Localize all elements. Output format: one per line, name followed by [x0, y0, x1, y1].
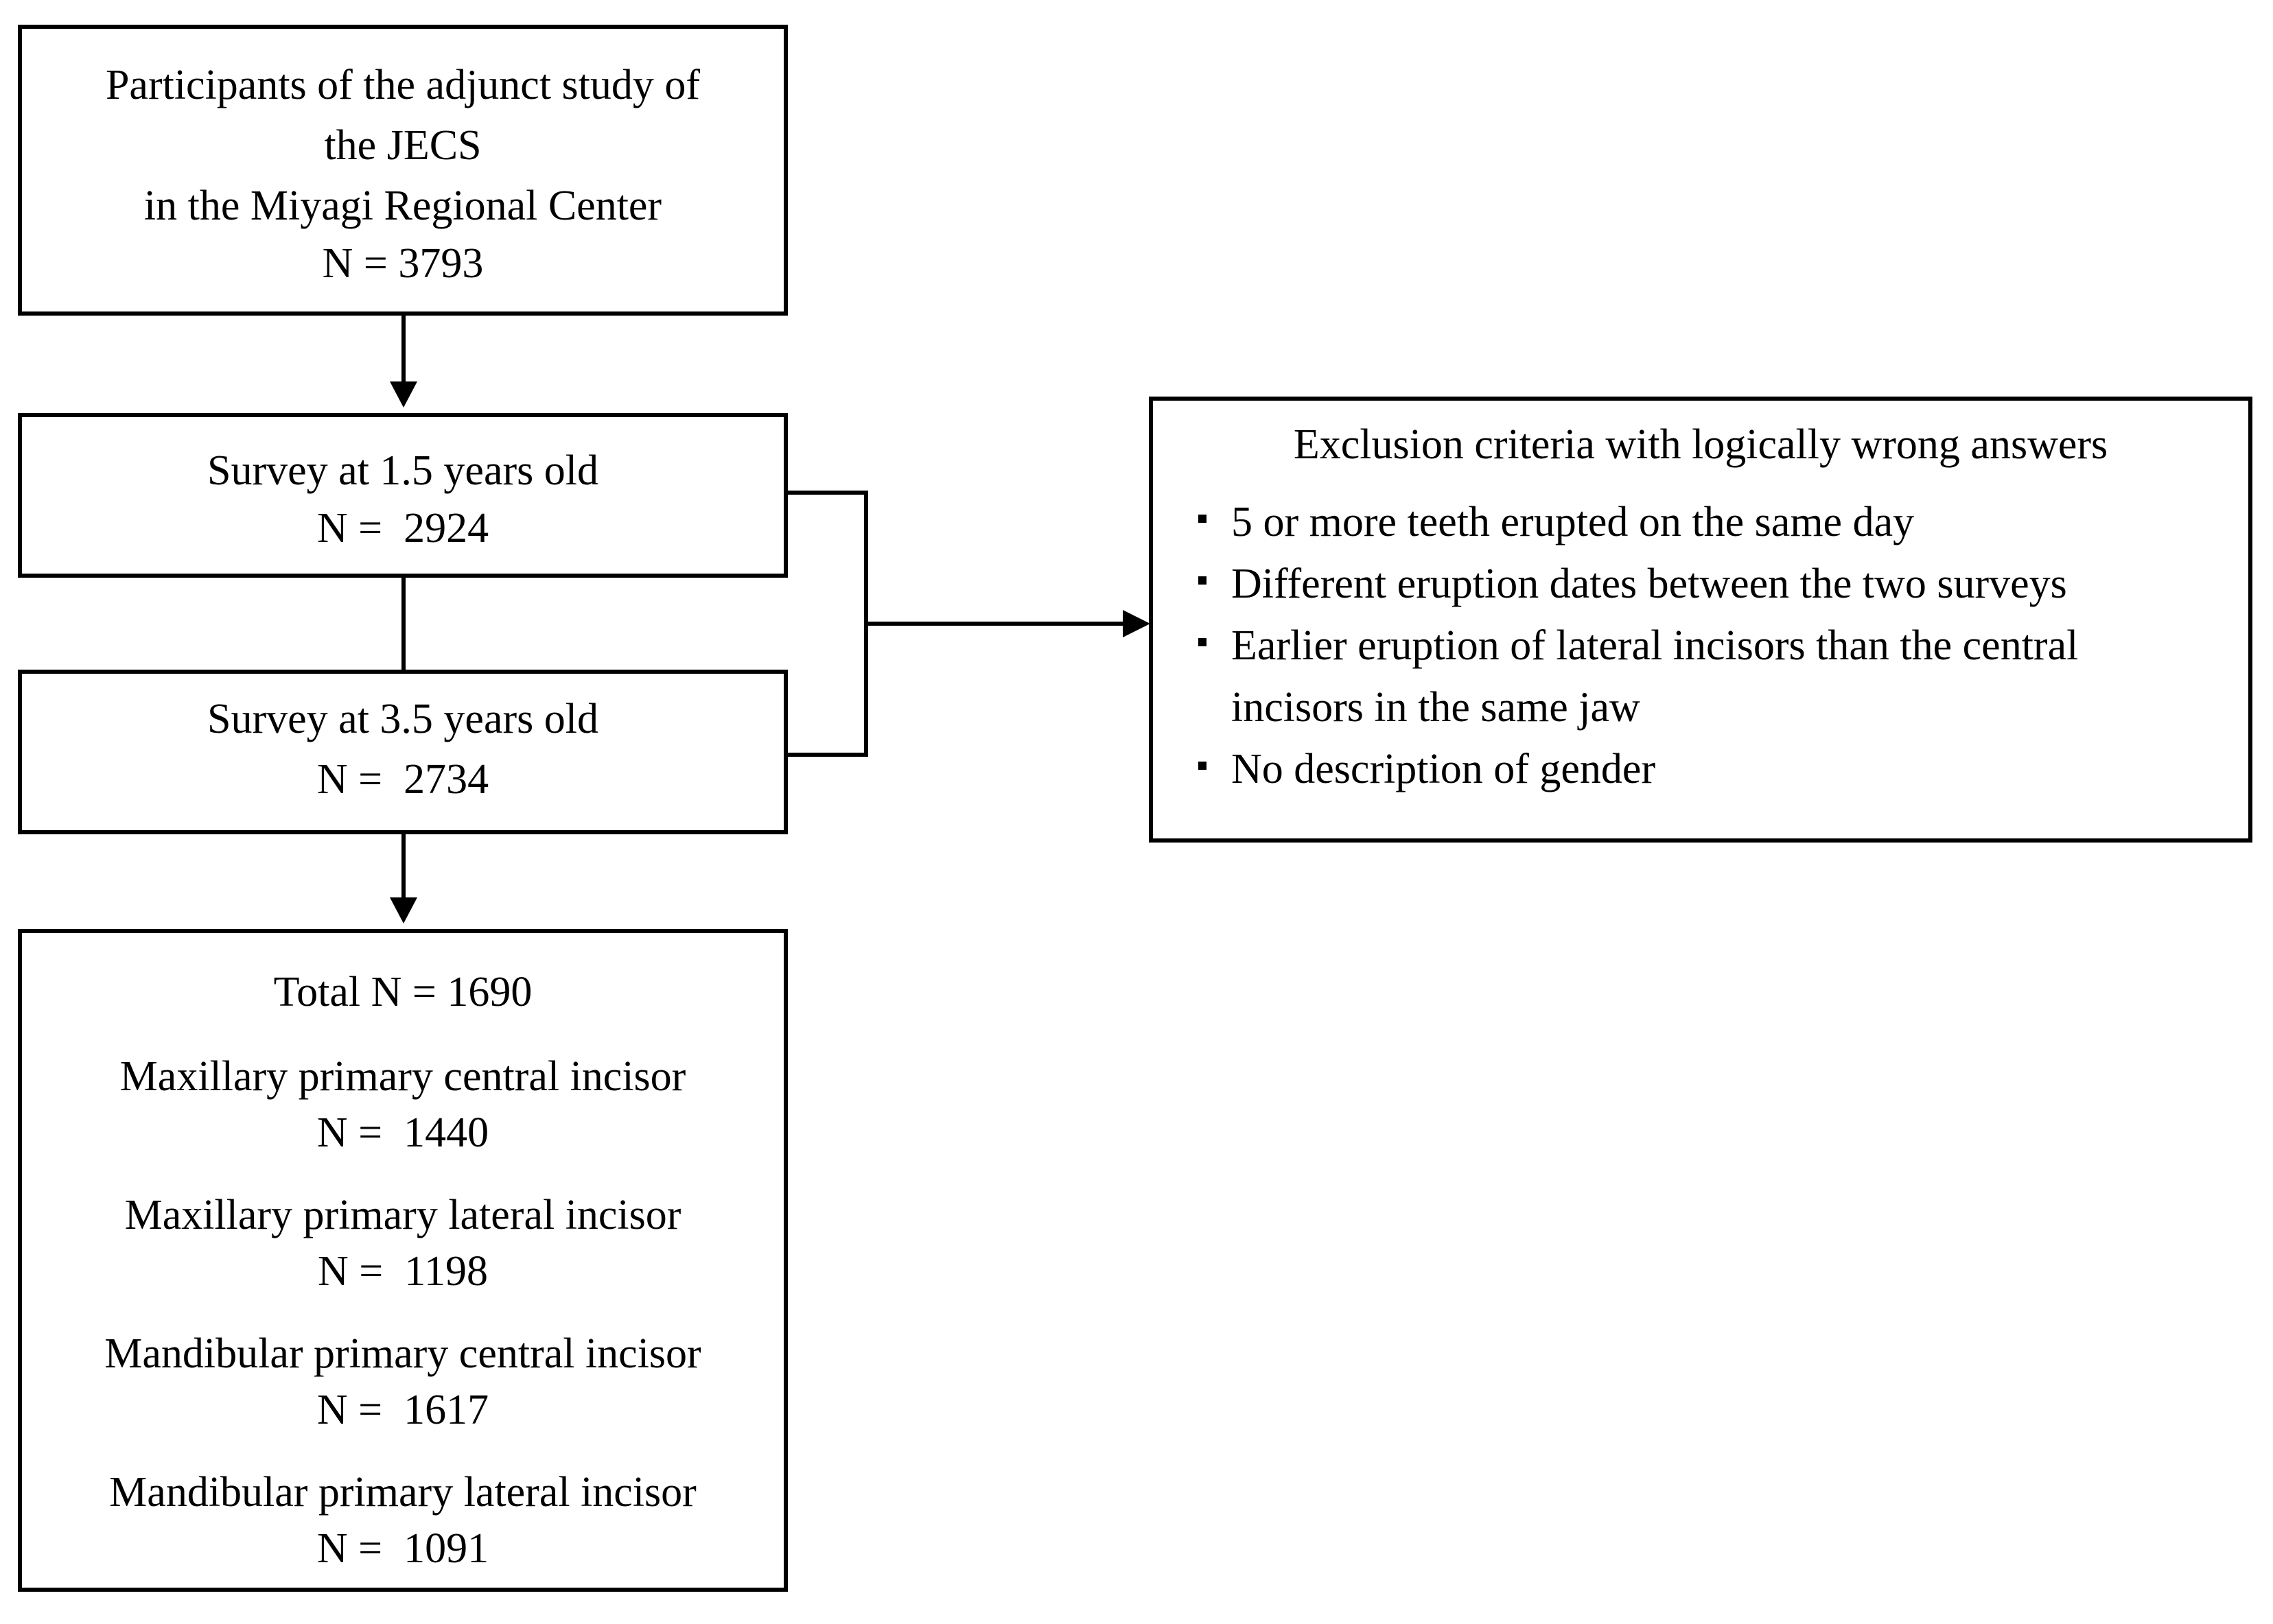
exclusion-criterion: 5 or more teeth erupted on the same day [1183, 491, 2218, 553]
exclusion-criteria-list: 5 or more teeth erupted on the same day … [1183, 491, 2218, 800]
group-label: Mandibular primary central incisor [104, 1330, 701, 1377]
group-count: N = 1198 [318, 1248, 488, 1295]
group-count: N = 1440 [316, 1109, 489, 1156]
participants-line-2: the JECS [324, 122, 482, 169]
survey-3-5-count: N = 2734 [316, 756, 489, 803]
exclusion-criterion-text: 5 or more teeth erupted on the same day [1231, 499, 1915, 545]
group-count: N = 1091 [316, 1525, 489, 1572]
exclusion-criterion-text: No description of gender [1231, 746, 1656, 792]
participants-line-1: Participants of the adjunct study of [105, 62, 701, 108]
exclusion-criterion: Different eruption dates between the two… [1183, 553, 2218, 615]
survey-3-5-label: Survey at 3.5 years old [207, 696, 598, 742]
bracket-surveys-to-exclusion [786, 491, 868, 757]
arrowhead-to-exclusion [1123, 610, 1150, 637]
survey-1-5-label: Survey at 1.5 years old [207, 447, 598, 494]
total-box: Total N = 1690 Maxillary primary central… [18, 929, 788, 1592]
bullet-icon [1198, 576, 1207, 585]
exclusion-criterion: Earlier eruption of lateral incisors tha… [1183, 615, 2218, 738]
group-label: Maxillary primary central incisor [119, 1053, 686, 1100]
group-label: Mandibular primary lateral incisor [109, 1469, 697, 1516]
bullet-icon [1198, 515, 1207, 523]
participants-box: Participants of the adjunct study of the… [18, 25, 788, 316]
exclusion-criterion-text: Different eruption dates between the two… [1231, 561, 2067, 607]
participants-count: N = 3793 [322, 240, 484, 287]
group-label: Maxillary primary lateral incisor [124, 1192, 681, 1238]
survey-1-5-count: N = 2924 [316, 505, 489, 552]
survey-1-5-box: Survey at 1.5 years old N = 2924 [18, 413, 788, 578]
group-count: N = 1617 [316, 1387, 489, 1433]
arrowhead-survey-3-5-to-total [390, 897, 417, 923]
survey-3-5-box: Survey at 3.5 years old N = 2734 [18, 670, 788, 834]
participants-line-3: in the Miyagi Regional Center [143, 183, 662, 229]
bullet-icon [1198, 762, 1207, 770]
exclusion-criterion: No description of gender [1183, 738, 2218, 800]
total-count: Total N = 1690 [273, 969, 533, 1015]
exclusion-criteria-box: Exclusion criteria with logically wrong … [1149, 397, 2252, 843]
bullet-icon [1198, 638, 1207, 646]
exclusion-criteria-title: Exclusion criteria with logically wrong … [1293, 421, 2108, 468]
arrowhead-participants-to-survey-1-5 [390, 381, 417, 408]
exclusion-criterion-text: Earlier eruption of lateral incisors tha… [1231, 622, 2079, 731]
